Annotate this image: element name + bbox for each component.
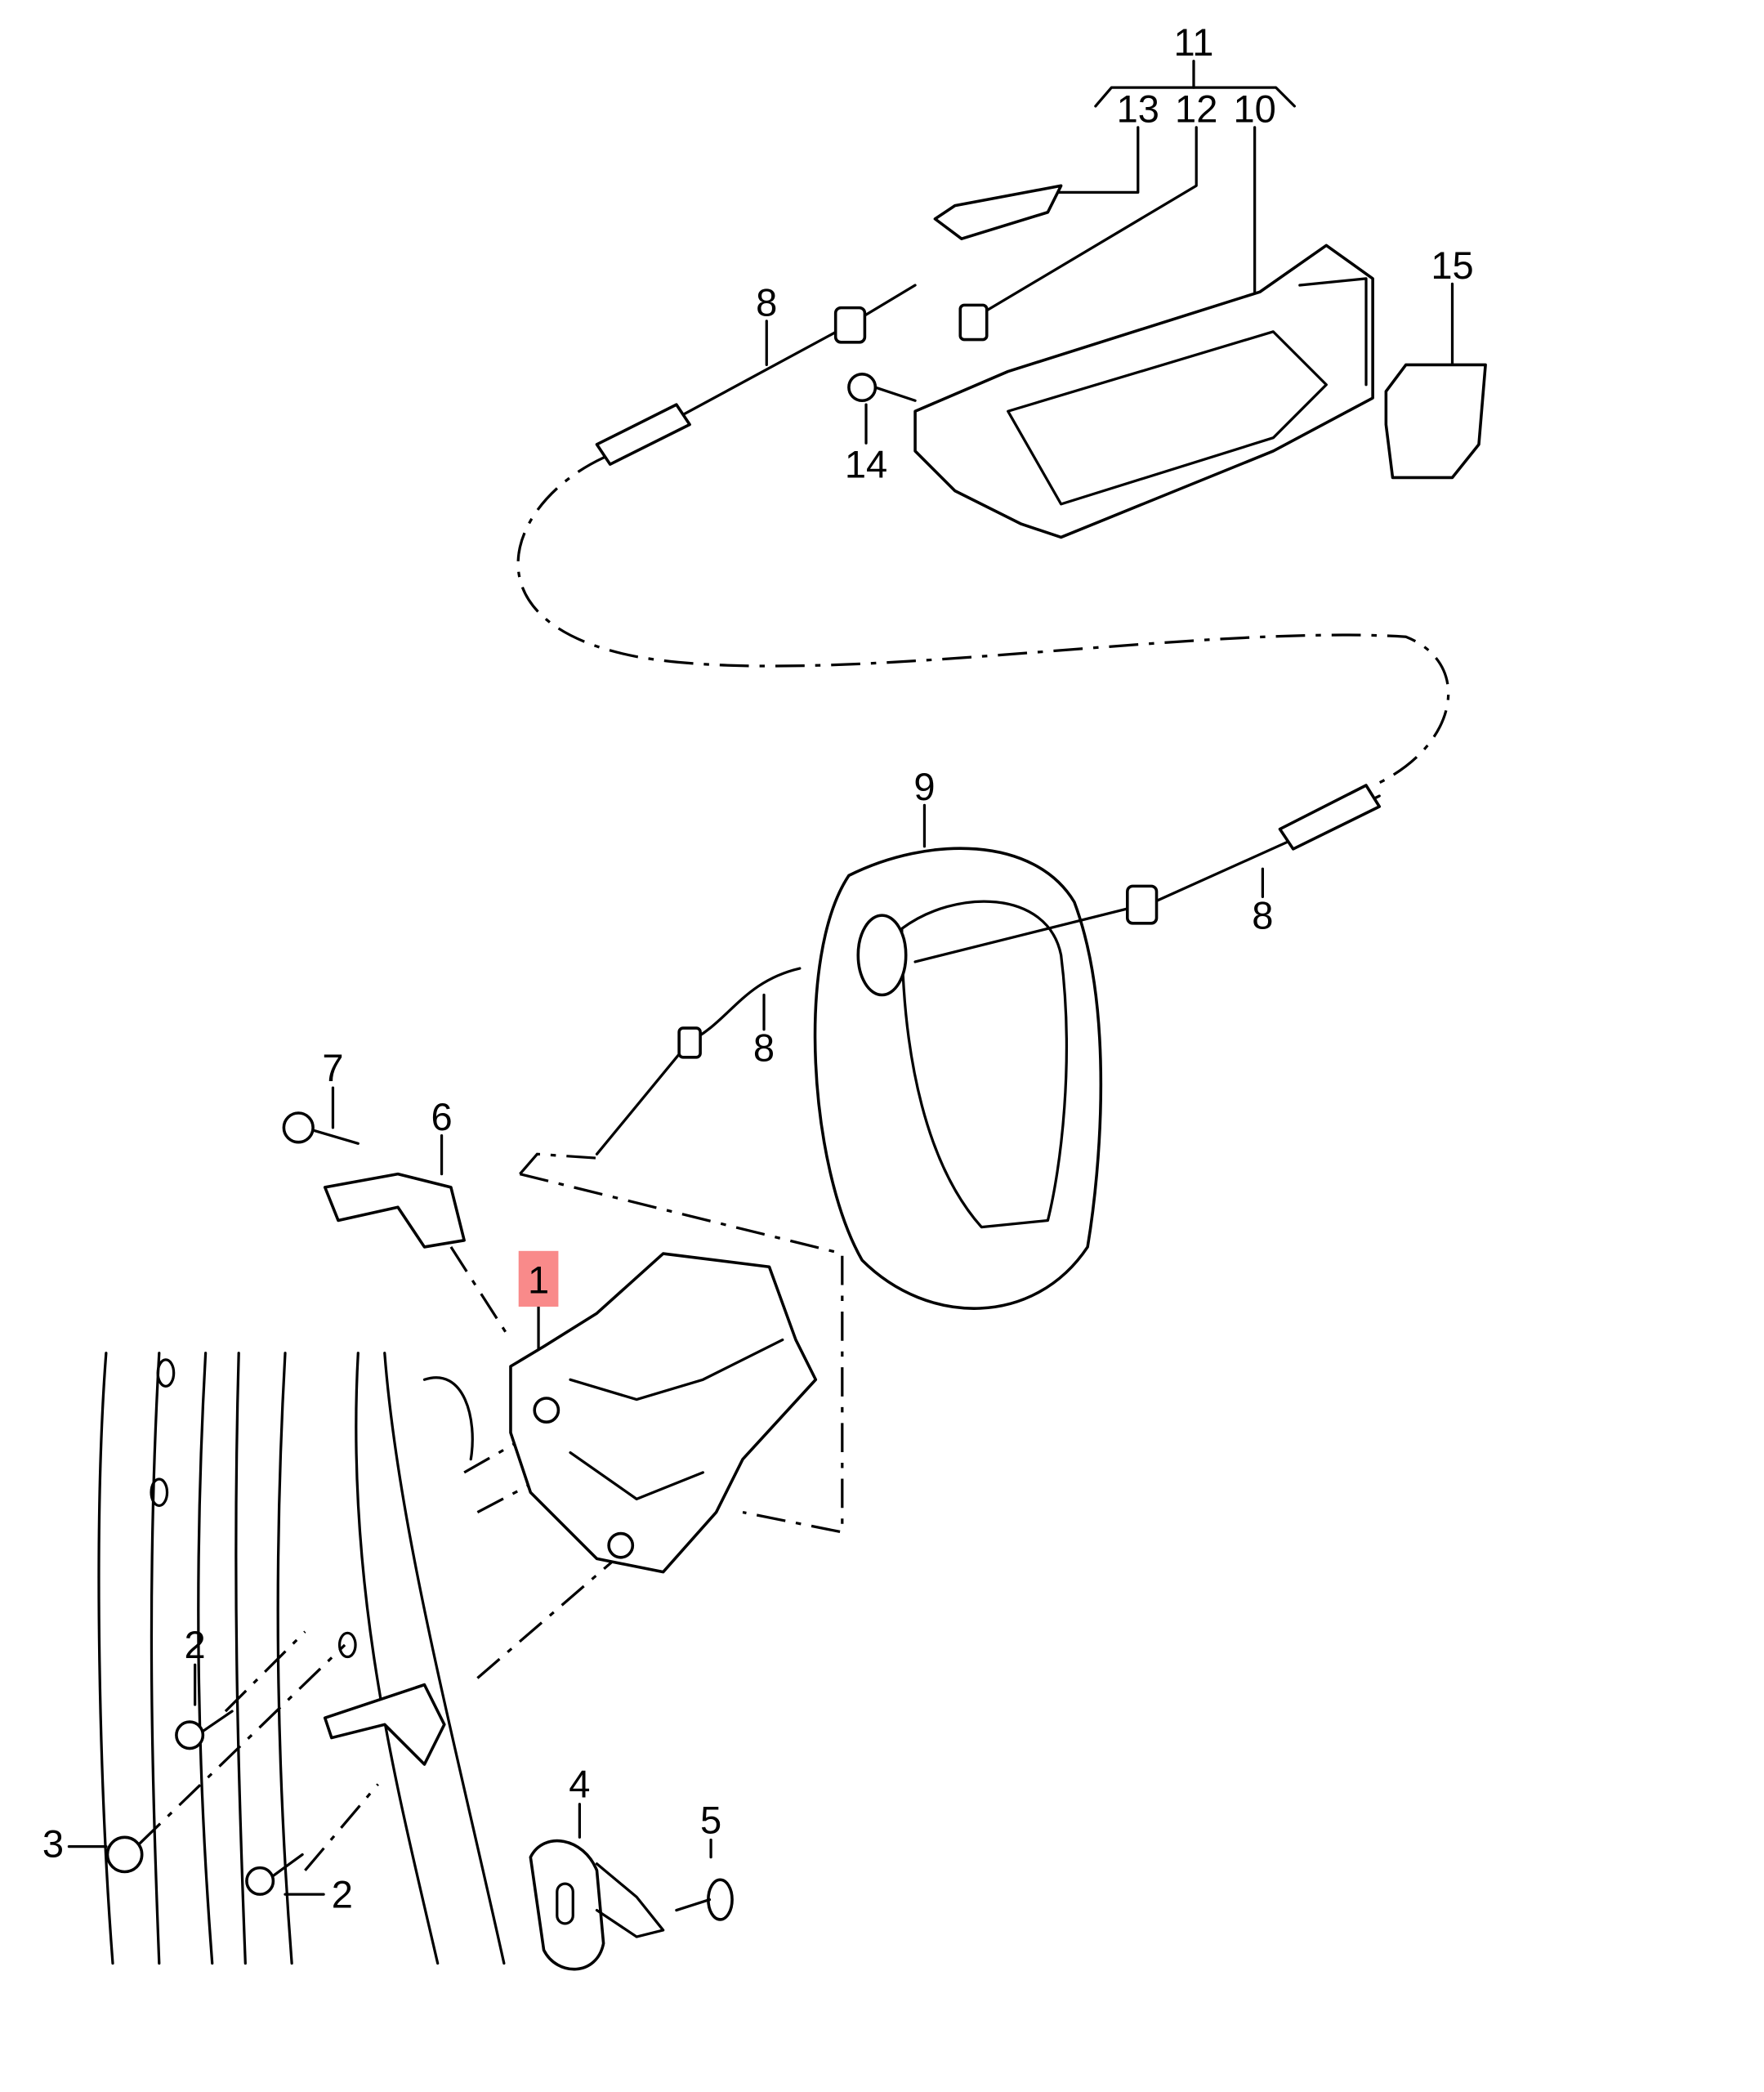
label-8-left[interactable]: 8 (753, 1026, 775, 1070)
label-3[interactable]: 3 (42, 1822, 64, 1866)
part-labels: 11 13 12 10 8 15 14 9 8 8 7 6 1 2 3 2 4 … (42, 20, 1474, 1915)
label-13[interactable]: 13 (1117, 87, 1159, 130)
label-14[interactable]: 14 (845, 442, 887, 485)
label-12[interactable]: 12 (1175, 87, 1217, 130)
screw-7 (282, 1111, 359, 1145)
cap-3 (105, 1835, 144, 1874)
label-1[interactable]: 1 (528, 1258, 549, 1302)
bracket-6 (323, 1172, 466, 1249)
switch-15 (1384, 363, 1487, 480)
cable-right (913, 784, 1382, 963)
label-15[interactable]: 15 (1431, 244, 1473, 287)
cable-left (595, 967, 802, 1156)
screw-14 (847, 373, 917, 403)
group-bracket-11 (1094, 60, 1296, 108)
label-6[interactable]: 6 (431, 1095, 452, 1138)
label-8-right[interactable]: 8 (1252, 893, 1273, 936)
door-lock-actuator (509, 1252, 818, 1574)
label-8-upper[interactable]: 8 (756, 280, 777, 324)
label-7[interactable]: 7 (322, 1046, 343, 1089)
screw-5 (675, 1878, 734, 1921)
outer-handle-housing (813, 847, 1103, 1310)
handle-trim-13 (933, 184, 1063, 241)
door-frame (97, 1352, 506, 1965)
inner-door-handle (913, 244, 1374, 539)
label-11[interactable]: 11 (1174, 20, 1214, 64)
label-4[interactable]: 4 (569, 1763, 590, 1806)
label-10[interactable]: 10 (1233, 87, 1275, 130)
label-2-lower[interactable]: 2 (332, 1872, 353, 1915)
cable-routes (138, 456, 1450, 1871)
label-2-upper[interactable]: 2 (185, 1623, 206, 1666)
clip-12 (958, 303, 989, 342)
cable-upper (595, 284, 917, 466)
label-9[interactable]: 9 (913, 765, 935, 808)
leader-lines (67, 126, 1454, 1896)
striker-plate-4 (529, 1839, 665, 1971)
screw-2-lower (245, 1853, 304, 1896)
screw-2-upper (175, 1710, 234, 1750)
label-5[interactable]: 5 (700, 1798, 721, 1841)
highlight-part-1 (518, 1250, 559, 1307)
